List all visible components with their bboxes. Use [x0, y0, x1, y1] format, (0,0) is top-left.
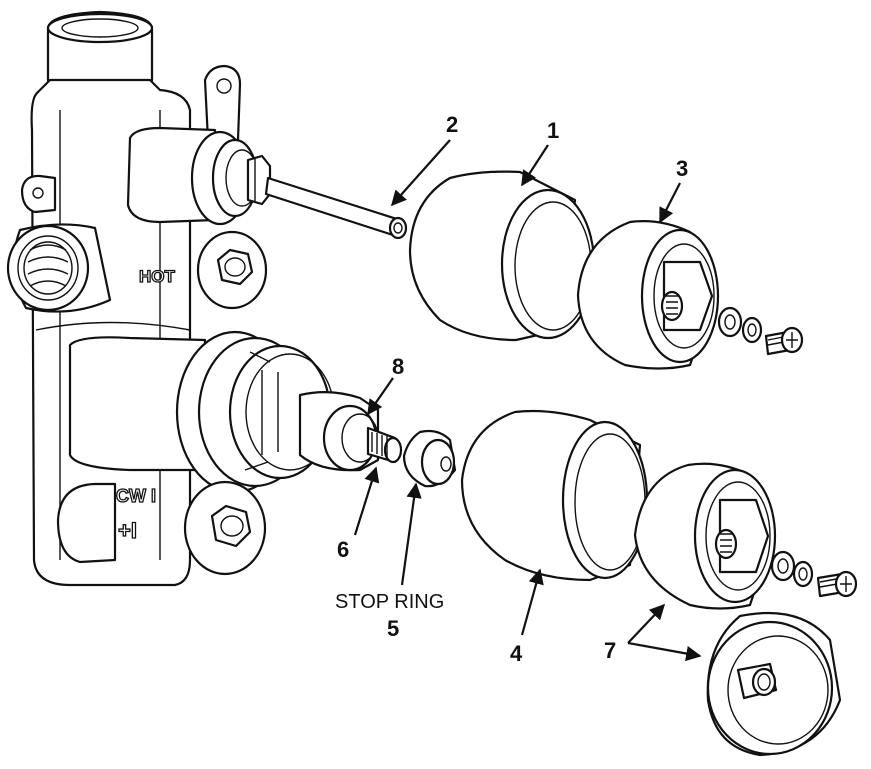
- callout-3: 3: [676, 156, 688, 181]
- hot-marking: HOT: [139, 267, 176, 286]
- callout-7: 7: [604, 638, 616, 663]
- stop-ring-part-5: [402, 429, 457, 488]
- handle-back-view-part-7: [706, 611, 842, 757]
- lower-washers-and-screw: [770, 550, 858, 598]
- callout-8: 8: [392, 354, 404, 379]
- upper-handle-part-3: [576, 220, 720, 370]
- cold-marking: CW I: [116, 486, 156, 506]
- callout-leaders: [353, 139, 702, 662]
- lower-sleeve-part-4: [460, 409, 649, 582]
- upper-sleeve-part-1: [408, 170, 596, 342]
- callout-6: 6: [337, 537, 349, 562]
- cold-symbol-marking: +I: [118, 518, 137, 543]
- callout-5: 5: [387, 616, 399, 641]
- callout-4: 4: [510, 641, 523, 666]
- callout-1: 1: [547, 118, 559, 143]
- upper-washers-and-screw: [717, 306, 804, 356]
- stop-ring-label: STOP RING: [335, 591, 444, 613]
- callout-2: 2: [446, 112, 458, 137]
- valve-body: HOT CW I +I: [6, 10, 408, 587]
- lower-handle-part-7: [633, 462, 777, 610]
